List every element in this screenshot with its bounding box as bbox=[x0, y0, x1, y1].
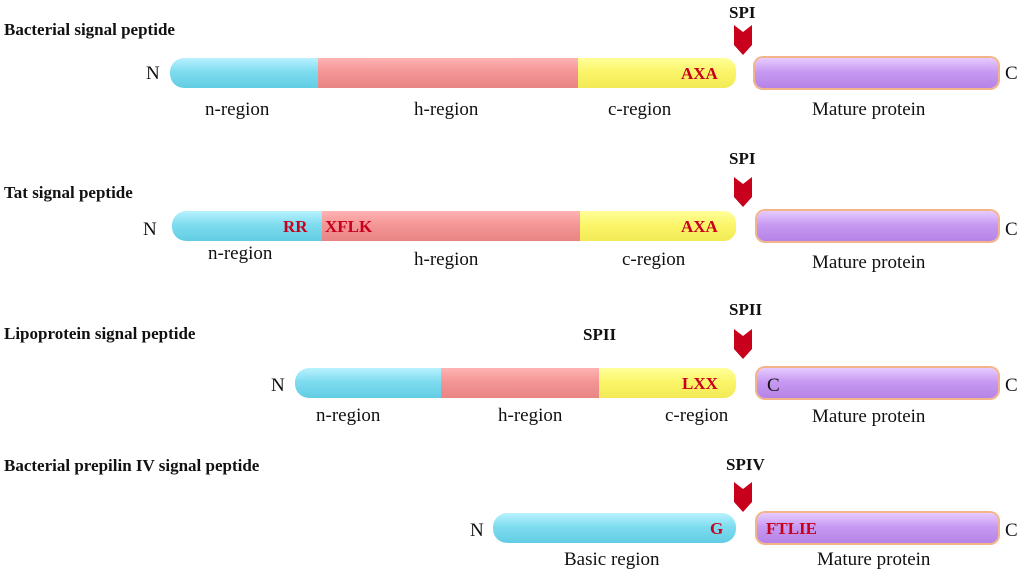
row1-title: Bacterial signal peptide bbox=[4, 20, 175, 39]
row2-label-mature: Mature protein bbox=[812, 252, 926, 273]
row1-label-mature: Mature protein bbox=[812, 99, 926, 120]
row4-motif-g: G bbox=[710, 519, 724, 538]
row2-cleavage-label: SPI bbox=[729, 149, 756, 168]
row3-cleavage-label: SPII bbox=[729, 300, 763, 319]
row2-n-terminus: N bbox=[143, 219, 157, 240]
row4-n-terminus: N bbox=[470, 520, 484, 541]
row3-spii-label: SPII bbox=[583, 325, 617, 344]
row3-cleavage-arrow-icon bbox=[734, 329, 752, 359]
row1-c-region-bar bbox=[578, 58, 736, 88]
row3-n-region-bar bbox=[295, 368, 443, 398]
row2-motif-axa: AXA bbox=[681, 217, 718, 236]
row1-n-terminus: N bbox=[146, 63, 160, 84]
row2-n-region-bar bbox=[172, 211, 324, 241]
row3-label-h-region: h-region bbox=[498, 405, 563, 426]
row3-label-n-region: n-region bbox=[316, 405, 381, 426]
row4-label-basic-region: Basic region bbox=[564, 549, 660, 570]
row1-cleavage-arrow-icon bbox=[734, 25, 752, 55]
row2-h-region-bar bbox=[322, 211, 582, 241]
row1-motif-axa: AXA bbox=[681, 64, 718, 83]
row3-title: Lipoprotein signal peptide bbox=[4, 324, 196, 343]
row4-cleavage-label: SPIV bbox=[726, 455, 765, 474]
row2-title: Tat signal peptide bbox=[4, 183, 133, 202]
row1-n-region-bar bbox=[170, 58, 320, 88]
row4-motif-ftlie: FTLIE bbox=[766, 519, 818, 538]
row1-c-terminus: C bbox=[1005, 63, 1018, 84]
row1-h-region-bar bbox=[318, 58, 580, 88]
row3-mature-bar bbox=[757, 368, 998, 398]
row1-label-n-region: n-region bbox=[205, 99, 270, 120]
row4-title: Bacterial prepilin IV signal peptide bbox=[4, 456, 260, 475]
row2-c-region-bar bbox=[580, 211, 736, 241]
row4-label-mature: Mature protein bbox=[817, 549, 931, 570]
row3-label-mature: Mature protein bbox=[812, 406, 926, 427]
row3-n-terminus: N bbox=[271, 375, 285, 396]
row2-label-c-region: c-region bbox=[622, 249, 686, 270]
row4-c-terminus: C bbox=[1005, 520, 1018, 541]
row2-c-terminus: C bbox=[1005, 219, 1018, 240]
row2-label-h-region: h-region bbox=[414, 249, 479, 270]
row4-basic-region-bar bbox=[493, 513, 736, 543]
row2-cleavage-arrow-icon bbox=[734, 177, 752, 207]
row1-label-c-region: c-region bbox=[608, 99, 672, 120]
row1-cleavage-label: SPI bbox=[729, 3, 756, 22]
row2-motif-xflk: XFLK bbox=[325, 217, 373, 236]
row4-cleavage-arrow-icon bbox=[734, 482, 752, 512]
row4-mature-bar bbox=[757, 513, 998, 543]
row2-label-n-region: n-region bbox=[208, 243, 273, 264]
row1-mature-bar bbox=[755, 58, 998, 88]
row3-h-region-bar bbox=[441, 368, 601, 398]
row3-label-c-region: c-region bbox=[665, 405, 729, 426]
row2-mature-bar bbox=[757, 211, 998, 241]
row3-motif-lxx: LXX bbox=[682, 374, 718, 393]
row3-c-terminus: C bbox=[1005, 375, 1018, 396]
row3-c-region-bar bbox=[599, 368, 736, 398]
row1-label-h-region: h-region bbox=[414, 99, 479, 120]
row2-motif-rr: RR bbox=[283, 217, 308, 236]
row3-inner-c-terminus: C bbox=[767, 375, 780, 396]
